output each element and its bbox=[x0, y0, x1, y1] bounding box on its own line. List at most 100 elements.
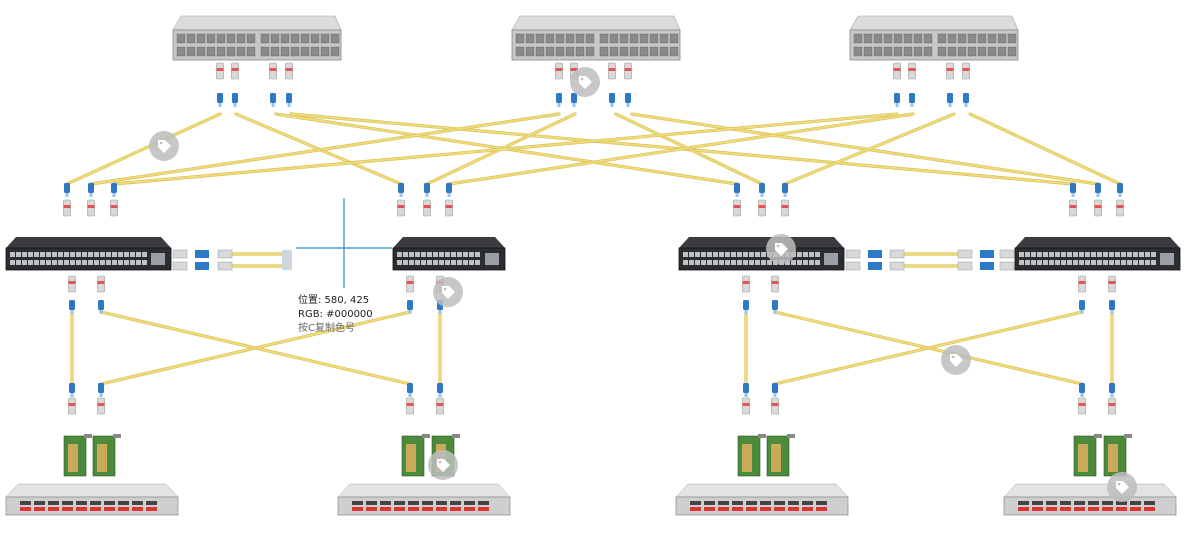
lc-connector bbox=[1095, 183, 1101, 197]
transceiver-module bbox=[893, 62, 901, 80]
server-drive-bay bbox=[704, 501, 715, 505]
server-drive-bay bbox=[62, 501, 73, 505]
leaf-port bbox=[463, 260, 468, 265]
stack-link bbox=[845, 249, 905, 259]
leaf-port bbox=[1049, 252, 1054, 257]
spine-port bbox=[629, 46, 639, 57]
connector-boot bbox=[70, 310, 74, 314]
spine-port bbox=[216, 46, 226, 57]
leaf-port bbox=[427, 260, 432, 265]
leaf-port bbox=[1061, 252, 1066, 257]
nic-heatsink bbox=[1108, 444, 1118, 472]
leaf-port bbox=[10, 252, 15, 257]
server-drive-bay bbox=[20, 501, 31, 505]
connector-boot bbox=[287, 103, 291, 107]
devices bbox=[5, 15, 1181, 516]
connector-body bbox=[1079, 383, 1085, 393]
module-band bbox=[68, 281, 76, 284]
fiber-cable-core bbox=[631, 113, 1099, 185]
spine-port bbox=[196, 46, 206, 57]
leaf-port bbox=[439, 260, 444, 265]
spine-port bbox=[246, 33, 256, 44]
leaf-port bbox=[1037, 260, 1042, 265]
server-drive-bay bbox=[760, 501, 771, 505]
lc-connector bbox=[270, 93, 276, 107]
lc-connector bbox=[111, 183, 117, 197]
transceiver-module bbox=[771, 275, 779, 293]
leaf-port bbox=[16, 260, 21, 265]
leaf-port bbox=[136, 260, 141, 265]
transceiver-module bbox=[63, 199, 71, 217]
module-band bbox=[908, 68, 916, 71]
server-drive-bay bbox=[366, 501, 377, 505]
stack-module bbox=[889, 261, 905, 271]
spine-port bbox=[863, 33, 873, 44]
spine-port bbox=[659, 33, 669, 44]
spine-port bbox=[320, 33, 330, 44]
leaf-port bbox=[100, 252, 105, 257]
module-band bbox=[406, 403, 414, 406]
server-drive-led bbox=[1018, 507, 1029, 511]
leaf-port bbox=[112, 252, 117, 257]
leaf-port bbox=[1037, 252, 1042, 257]
leaf-port bbox=[731, 252, 736, 257]
lc-connector bbox=[398, 183, 404, 197]
server-chassis bbox=[5, 483, 179, 516]
server-drive-led bbox=[718, 507, 729, 511]
server-drive-bay bbox=[1088, 501, 1099, 505]
leaf-port bbox=[112, 260, 117, 265]
stack-module bbox=[217, 249, 233, 259]
server-drive-bay bbox=[146, 501, 157, 505]
leaf-port bbox=[40, 260, 45, 265]
module-band bbox=[758, 205, 766, 208]
server-drive-bay bbox=[450, 501, 461, 505]
server-drive-bay bbox=[1144, 501, 1155, 505]
leaf-port bbox=[1097, 252, 1102, 257]
server-drive-bay bbox=[132, 501, 143, 505]
spine-port bbox=[873, 33, 883, 44]
connector-body bbox=[88, 183, 94, 193]
leaf-port bbox=[1139, 260, 1144, 265]
nic-card bbox=[766, 434, 795, 477]
leaf-port bbox=[415, 252, 420, 257]
transceiver-module bbox=[1078, 397, 1086, 415]
transceiver-module bbox=[216, 62, 224, 80]
spine-port bbox=[555, 33, 565, 44]
nic-heatsink bbox=[97, 444, 107, 472]
leaf-port bbox=[791, 260, 796, 265]
leaf-port bbox=[737, 252, 742, 257]
leaf-switch-top bbox=[679, 237, 844, 248]
leaf-port bbox=[130, 260, 135, 265]
connector-boot bbox=[1096, 193, 1100, 197]
connector-boot bbox=[233, 103, 237, 107]
leaf-port bbox=[1085, 260, 1090, 265]
leaf-port bbox=[761, 252, 766, 257]
leaf-port bbox=[1127, 260, 1132, 265]
server-drive-bay bbox=[788, 501, 799, 505]
tag-icon bbox=[570, 67, 600, 97]
server-drive-bay bbox=[1074, 501, 1085, 505]
module-band bbox=[771, 403, 779, 406]
leaf-port bbox=[809, 252, 814, 257]
server-drive-led bbox=[34, 507, 45, 511]
connector-boot bbox=[948, 103, 952, 107]
transceiver-module bbox=[285, 62, 293, 80]
server-drive-bay bbox=[104, 501, 115, 505]
server-drive-led bbox=[478, 507, 489, 511]
leaf-port bbox=[1151, 260, 1156, 265]
leaf-port bbox=[136, 252, 141, 257]
leaf-port bbox=[463, 252, 468, 257]
transceiver-module bbox=[97, 397, 105, 415]
leaf-port bbox=[797, 260, 802, 265]
server-drive-led bbox=[436, 507, 447, 511]
spine-port bbox=[599, 46, 609, 57]
spine-port bbox=[280, 46, 290, 57]
spine-port bbox=[186, 33, 196, 44]
lc-connector bbox=[98, 383, 104, 397]
connector-boot bbox=[425, 193, 429, 197]
spine-port bbox=[330, 46, 340, 57]
server-drive-led bbox=[746, 507, 757, 511]
connector-boot bbox=[1080, 393, 1084, 397]
stack-module bbox=[889, 249, 905, 259]
fiber-cable-core bbox=[969, 113, 1121, 185]
